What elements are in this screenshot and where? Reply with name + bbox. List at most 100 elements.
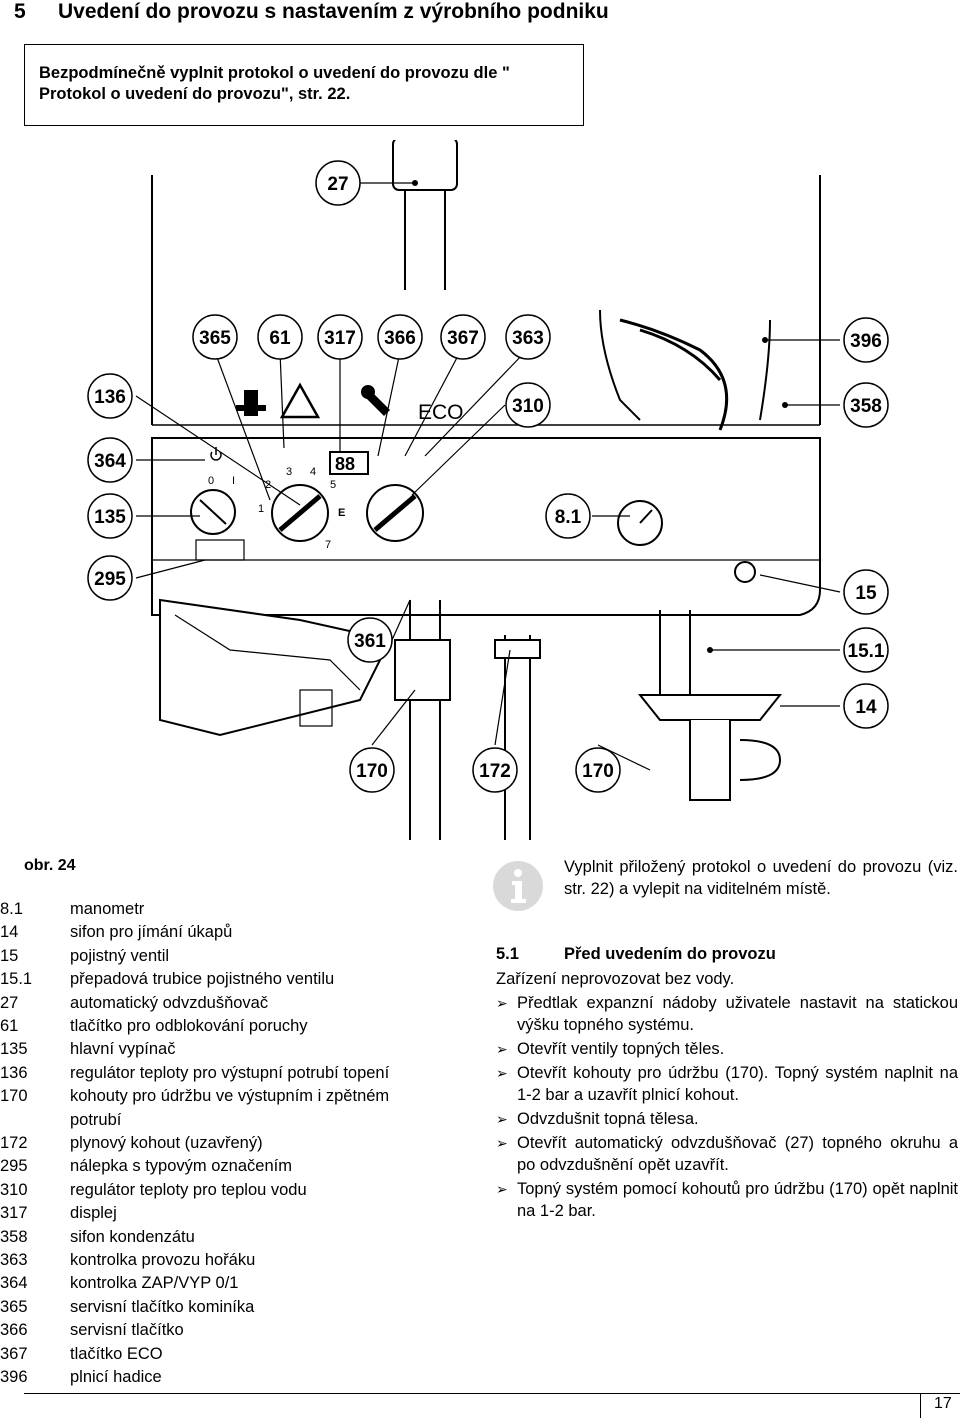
legend-number: 14	[0, 923, 19, 942]
eco-label: ECO	[418, 401, 464, 424]
arrow-bullet-icon: ➢	[496, 995, 508, 1011]
callout-396: 396	[843, 317, 889, 363]
wrench-icon	[361, 385, 390, 416]
legend-number: 27	[0, 993, 19, 1012]
legend-number: 366	[0, 1321, 28, 1340]
legend-number: 317	[0, 1204, 28, 1223]
callout-172: 172	[472, 747, 518, 793]
step-text: Otevřít kohouty pro údržbu (170). Topný …	[517, 1064, 958, 1104]
callout-27: 27	[315, 160, 361, 206]
power-icon	[210, 447, 222, 461]
footer-vertical-rule	[920, 1393, 921, 1418]
step-text: Předtlak expanzní nádoby uživatele nasta…	[517, 994, 958, 1034]
legend-text: servisní tlačítko	[70, 1321, 184, 1340]
step-text: Otevřít ventily topných těles.	[517, 1040, 725, 1058]
steps-list: Zařízení neprovozovat bez vody. ➢ Předtla…	[496, 968, 958, 1224]
callout-310: 310	[505, 382, 551, 428]
svg-text:361: 361	[354, 631, 386, 652]
callout-366: 366	[377, 314, 423, 360]
notice-line-2: Protokol o uvedení do provozu", str. 22.	[39, 85, 351, 103]
legend-text: přepadová trubice pojistného ventilu	[70, 970, 335, 989]
step-text: Odvzdušnit topná tělesa.	[517, 1110, 699, 1128]
legend-text: sifon kondenzátu	[70, 1227, 195, 1246]
legend-number: 15	[0, 946, 19, 965]
arrow-bullet-icon: ➢	[496, 1135, 508, 1151]
svg-text:317: 317	[324, 328, 356, 349]
subsection-number: 5.1	[496, 945, 519, 963]
callout-170-right: 170	[575, 747, 621, 793]
callout-364: 364	[87, 437, 133, 483]
legend-text: tlačítko ECO	[70, 1344, 163, 1363]
step-item: ➢ Odvzdušnit topná tělesa.	[496, 1108, 958, 1130]
panel-display: 88	[335, 454, 355, 474]
callout-136: 136	[87, 373, 133, 419]
legend-text: pojistný ventil	[70, 946, 170, 965]
steps-intro: Zařízení neprovozovat bez vody.	[496, 970, 735, 988]
legend-text: automatický odvzdušňovač	[70, 993, 269, 1012]
step-item: ➢Topný systém pomocí kohoutů pro údržbu …	[496, 1178, 958, 1222]
step-item: ➢ Otevřít ventily topných těles.	[496, 1038, 958, 1060]
svg-text:8.1: 8.1	[555, 507, 582, 528]
legend-number: 364	[0, 1274, 28, 1293]
notice-box: Bezpodmínečně vyplnit protokol o uvedení…	[24, 44, 584, 126]
callout-15-1: 15.1	[843, 627, 889, 673]
dial-mark-4: 4	[310, 466, 316, 478]
step-text: Otevřít automatický odvzdušňovač (27) to…	[517, 1134, 958, 1174]
info-icon	[493, 861, 543, 911]
section-number: 5	[14, 0, 26, 23]
page-title: Uvedení do provozu s nastavením z výrobn…	[58, 0, 609, 23]
callout-317: 317	[317, 314, 363, 360]
callout-358: 358	[843, 382, 889, 428]
boiler-figure: 0 I 1 2 3 4 5 E 7 88 ECO	[87, 140, 889, 840]
svg-text:15: 15	[855, 583, 877, 604]
svg-text:14: 14	[855, 697, 877, 718]
notice-line-1: Bezpodmínečně vyplnit protokol o uvedení…	[39, 64, 510, 82]
callout-61: 61	[257, 314, 303, 360]
legend-text: kohouty pro údržbu ve výstupním i zpětné…	[70, 1087, 390, 1106]
arrow-bullet-icon: ➢	[496, 1065, 508, 1081]
callout-367: 367	[440, 314, 486, 360]
page-number: 17	[934, 1395, 952, 1412]
arrow-bullet-icon: ➢	[496, 1041, 508, 1057]
callout-8-1: 8.1	[545, 493, 591, 539]
info-note: Vyplnit přiložený protokol o uvedení do …	[564, 858, 958, 898]
dial-mark-5: 5	[330, 479, 336, 491]
svg-text:170: 170	[356, 761, 388, 782]
legend-text: plynový kohout (uzavřený)	[70, 1134, 263, 1152]
legend-text: regulátor teploty pro teplou vodu	[70, 1180, 307, 1199]
legend-number: 310	[0, 1180, 28, 1199]
step-item: ➢ Otevřít kohouty pro údržbu (170). Topný…	[496, 1062, 958, 1106]
legend-text: regulátor teploty pro výstupní potrubí t…	[70, 1063, 390, 1082]
legend-text: kontrolka provozu hořáku	[70, 1251, 256, 1269]
svg-text:365: 365	[199, 328, 231, 349]
legend-text: hlavní vypínač	[70, 1040, 176, 1059]
dial-mark-2: 2	[265, 479, 271, 491]
legend-number: 396	[0, 1368, 28, 1386]
legend-number: 170	[0, 1087, 28, 1106]
callout-170-left: 170	[349, 747, 395, 793]
legend-text: servisní tlačítko kominíka	[70, 1297, 255, 1316]
footer-divider	[24, 1393, 960, 1394]
legend-text: plnicí hadice	[70, 1368, 162, 1386]
legend-text: sifon pro jímání úkapů	[70, 923, 233, 942]
legend-text: nálepka s typovým označením	[70, 1157, 292, 1176]
svg-text:310: 310	[512, 396, 544, 417]
legend-number: 172	[0, 1134, 28, 1152]
callout-363: 363	[505, 314, 551, 360]
svg-text:136: 136	[94, 387, 126, 408]
svg-text:61: 61	[269, 328, 291, 349]
callout-361: 361	[347, 617, 393, 663]
svg-text:295: 295	[94, 569, 126, 590]
legend-number: 367	[0, 1344, 28, 1363]
legend-number: 363	[0, 1251, 28, 1269]
legend-number: 8.1	[0, 900, 23, 918]
svg-text:15.1: 15.1	[848, 641, 885, 662]
arrow-bullet-icon: ➢	[496, 1111, 508, 1127]
dial-mark-1: 1	[258, 503, 264, 515]
switch-mark-1: I	[232, 475, 235, 487]
warning-icon	[279, 382, 321, 419]
legend-number: 136	[0, 1063, 28, 1082]
dial-mark-e: E	[338, 507, 345, 519]
svg-text:27: 27	[327, 174, 348, 195]
svg-text:363: 363	[512, 328, 544, 349]
